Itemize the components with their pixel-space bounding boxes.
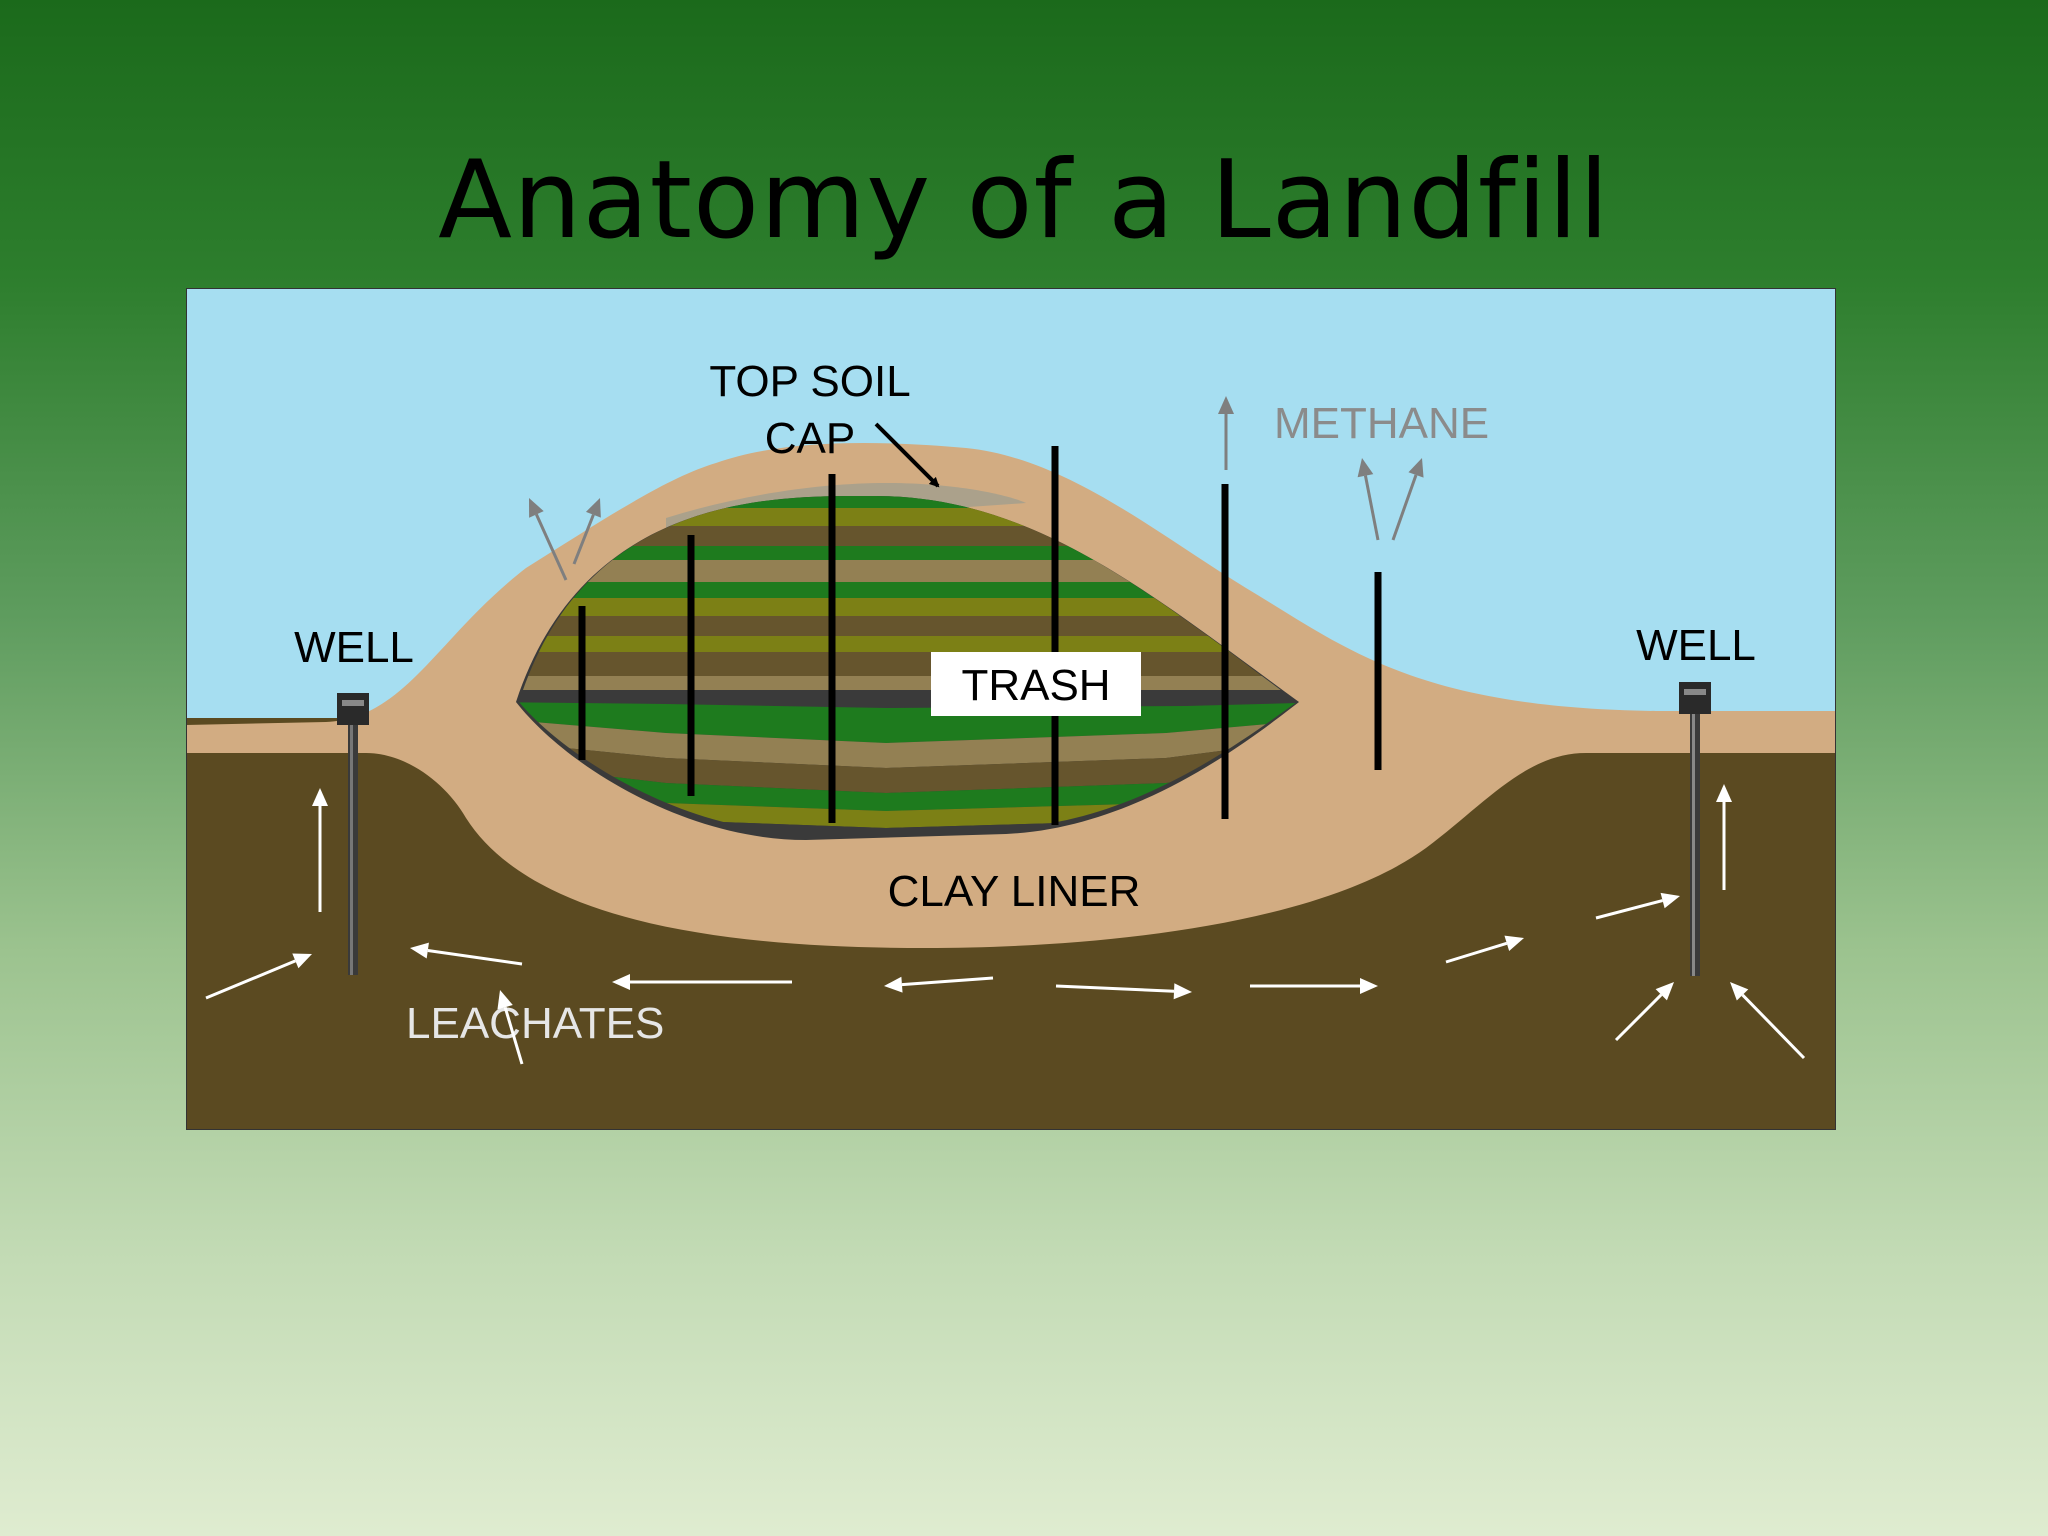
leachate-arrow bbox=[1595, 892, 1680, 920]
vent-pipes bbox=[578, 446, 1382, 825]
methane-arrow bbox=[529, 498, 568, 581]
methane-arrows bbox=[529, 396, 1424, 581]
slide-title: Anatomy of a Landfill bbox=[438, 138, 1610, 263]
leachate-arrow bbox=[312, 788, 328, 912]
leachate-arrow bbox=[1055, 983, 1192, 1000]
clay-liner-label: CLAY LINER bbox=[888, 867, 1141, 916]
top-soil-label: TOP SOIL bbox=[709, 357, 910, 406]
leachate-arrow bbox=[205, 953, 312, 1000]
methane-arrow bbox=[572, 498, 601, 565]
methane-arrow bbox=[1391, 458, 1424, 541]
well-left bbox=[337, 693, 369, 975]
methane-arrow bbox=[1357, 458, 1380, 541]
cap-label: CAP bbox=[765, 414, 855, 463]
leachate-arrow bbox=[1614, 982, 1674, 1042]
diagram-border bbox=[186, 288, 1836, 1130]
well-right bbox=[1679, 682, 1711, 976]
leachates-label: LEACHATES bbox=[406, 999, 664, 1048]
leachate-arrow bbox=[410, 942, 523, 966]
leachate-arrow bbox=[884, 976, 994, 993]
leachate-arrow bbox=[612, 974, 792, 990]
well-left-label: WELL bbox=[294, 623, 414, 672]
leachate-arrows bbox=[205, 784, 1806, 1065]
methane-label: METHANE bbox=[1274, 399, 1489, 448]
well-right-label: WELL bbox=[1636, 621, 1756, 670]
trash-label-box bbox=[931, 652, 1141, 716]
leachate-arrow bbox=[1716, 784, 1732, 890]
leachate-arrow bbox=[1250, 978, 1378, 994]
methane-arrow bbox=[1218, 396, 1234, 470]
leachate-arrow bbox=[497, 990, 524, 1065]
landfill-diagram: TRASH TOP SOIL CAP METHANE WELL WELL CLA… bbox=[186, 288, 1836, 1130]
trash-label: TRASH bbox=[961, 661, 1110, 710]
cap-pointer-arrow bbox=[874, 422, 940, 488]
leachate-arrow bbox=[1445, 935, 1524, 964]
leachate-arrow bbox=[1730, 982, 1806, 1060]
